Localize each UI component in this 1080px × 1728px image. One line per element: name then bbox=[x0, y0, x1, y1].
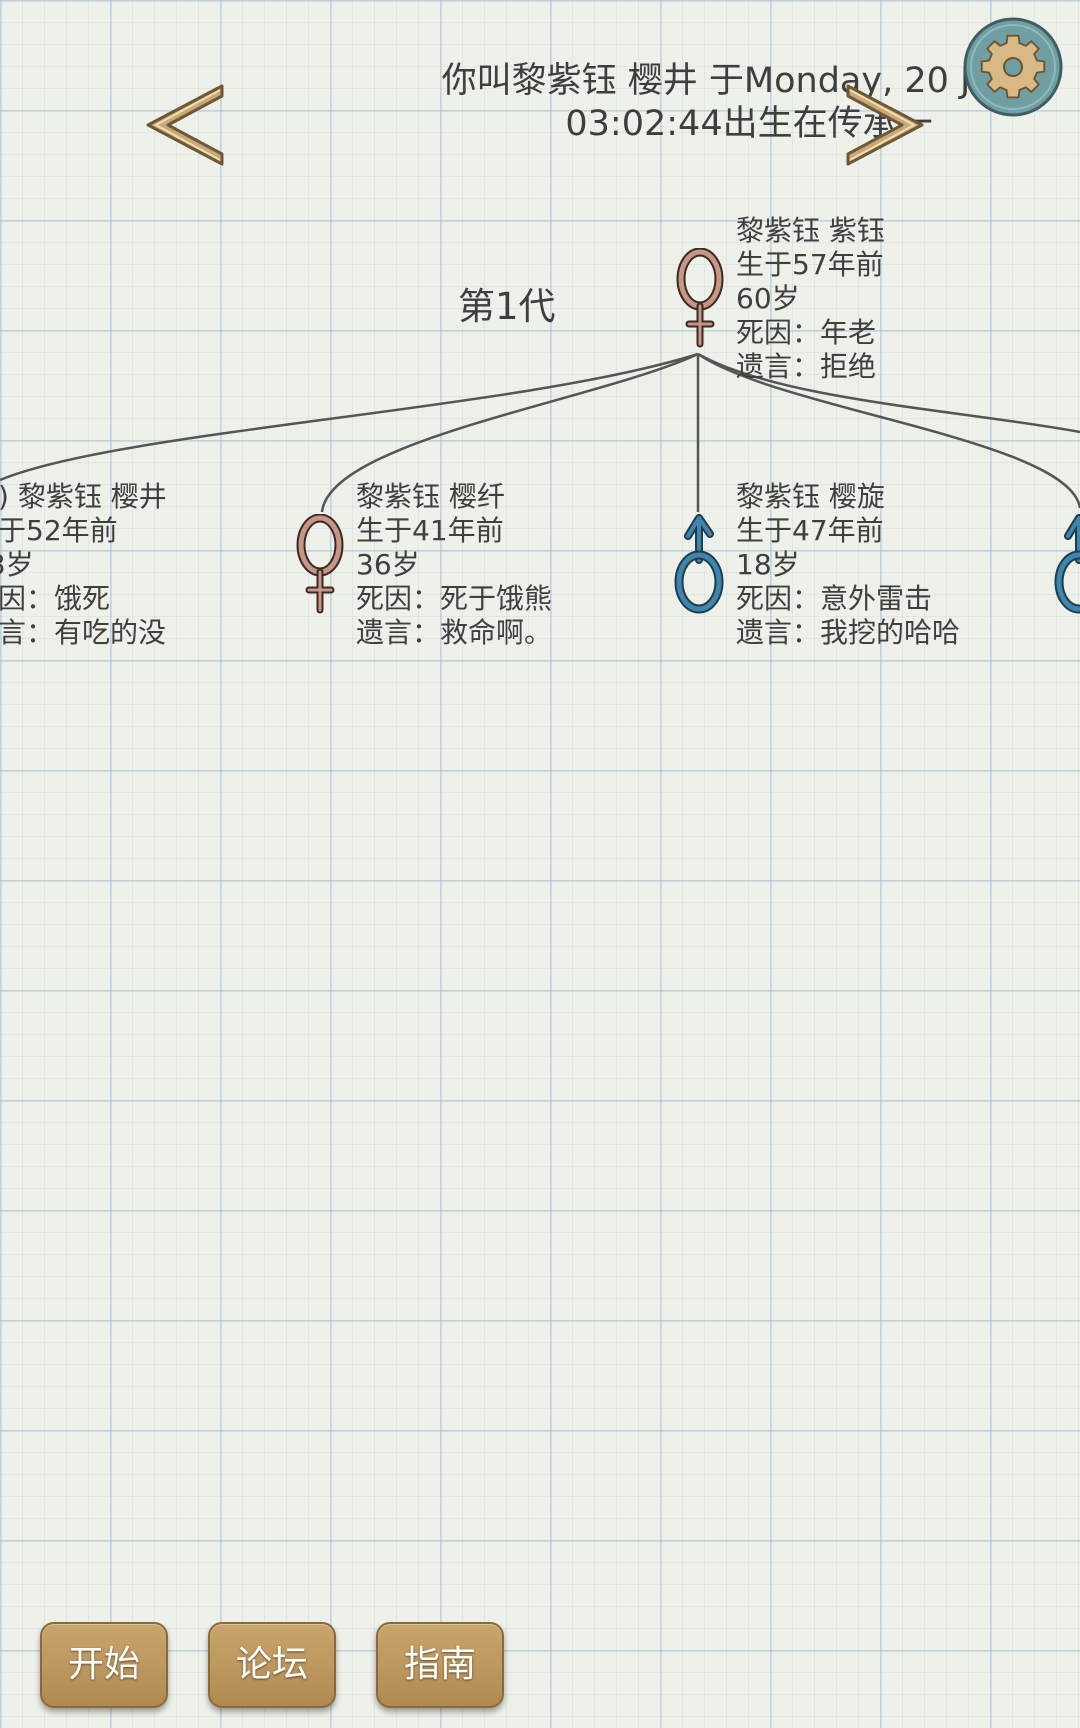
tree-line-child-4 bbox=[697, 352, 1080, 509]
person-death-cause: 死因：年老 bbox=[736, 316, 877, 349]
root-person-info: 黎紫钰 紫钰 生于57年前 60岁 死因：年老 遗言：拒绝 bbox=[736, 214, 885, 384]
person-last-words: 遗言：救命啊。 bbox=[356, 616, 553, 649]
person-last-words: 遗言：我挖的哈哈 bbox=[736, 616, 961, 649]
guide-button[interactable]: 指南 bbox=[376, 1622, 504, 1708]
forum-button[interactable]: 论坛 bbox=[208, 1622, 336, 1708]
tree-line-child-1 bbox=[0, 352, 699, 482]
male-symbol-icon[interactable] bbox=[1052, 514, 1080, 614]
person-death-cause: 死因：死于饿熊 bbox=[356, 582, 553, 615]
gear-icon[interactable] bbox=[962, 16, 1064, 118]
person-age: 13岁 bbox=[0, 548, 34, 581]
person-born: 生于41年前 bbox=[356, 514, 504, 547]
person-name: 我) 黎紫钰 樱井 bbox=[0, 480, 167, 513]
header-line-2: 03:02:44出生在传承一 bbox=[565, 104, 933, 144]
child-3-info: 黎紫钰 樱旋 生于47年前 18岁 死因：意外雷击 遗言：我挖的哈哈 bbox=[736, 480, 960, 650]
person-death-cause: 死因：饿死 bbox=[0, 582, 111, 615]
person-name: 黎紫钰 樱纤 bbox=[356, 480, 505, 513]
person-age: 60岁 bbox=[736, 282, 800, 315]
female-symbol-icon[interactable] bbox=[296, 514, 344, 614]
person-born: 生于52年前 bbox=[0, 514, 118, 547]
chevron-left-icon[interactable] bbox=[140, 80, 230, 170]
person-born: 生于47年前 bbox=[736, 514, 884, 547]
person-last-words: 遗言：有吃的没 bbox=[0, 616, 167, 649]
person-born: 生于57年前 bbox=[736, 248, 884, 281]
person-age: 36岁 bbox=[356, 548, 420, 581]
person-death-cause: 死因：意外雷击 bbox=[736, 582, 933, 615]
female-symbol-icon[interactable] bbox=[676, 248, 724, 348]
child-2-info: 黎紫钰 樱纤 生于41年前 36岁 死因：死于饿熊 遗言：救命啊。 bbox=[356, 480, 552, 650]
generation-label: 第1代 bbox=[458, 285, 556, 328]
chevron-right-icon[interactable] bbox=[840, 80, 930, 170]
tree-line-child-2 bbox=[320, 352, 699, 513]
start-button[interactable]: 开始 bbox=[40, 1622, 168, 1708]
header-line-1: 你叫黎紫钰 樱井 于Monday, 20 July 2 bbox=[441, 61, 1057, 101]
person-age: 18岁 bbox=[736, 548, 800, 581]
person-last-words: 遗言：拒绝 bbox=[736, 350, 877, 383]
person-name: 黎紫钰 樱旋 bbox=[736, 480, 885, 513]
child-1-info: 我) 黎紫钰 樱井 生于52年前 13岁 死因：饿死 遗言：有吃的没 bbox=[0, 480, 167, 650]
birth-info-header: 你叫黎紫钰 樱井 于Monday, 20 July 2 03:02:44出生在传… bbox=[354, 60, 1080, 146]
tree-line-child-5 bbox=[697, 352, 1080, 434]
male-symbol-icon[interactable] bbox=[672, 514, 726, 614]
person-name: 黎紫钰 紫钰 bbox=[736, 214, 885, 247]
